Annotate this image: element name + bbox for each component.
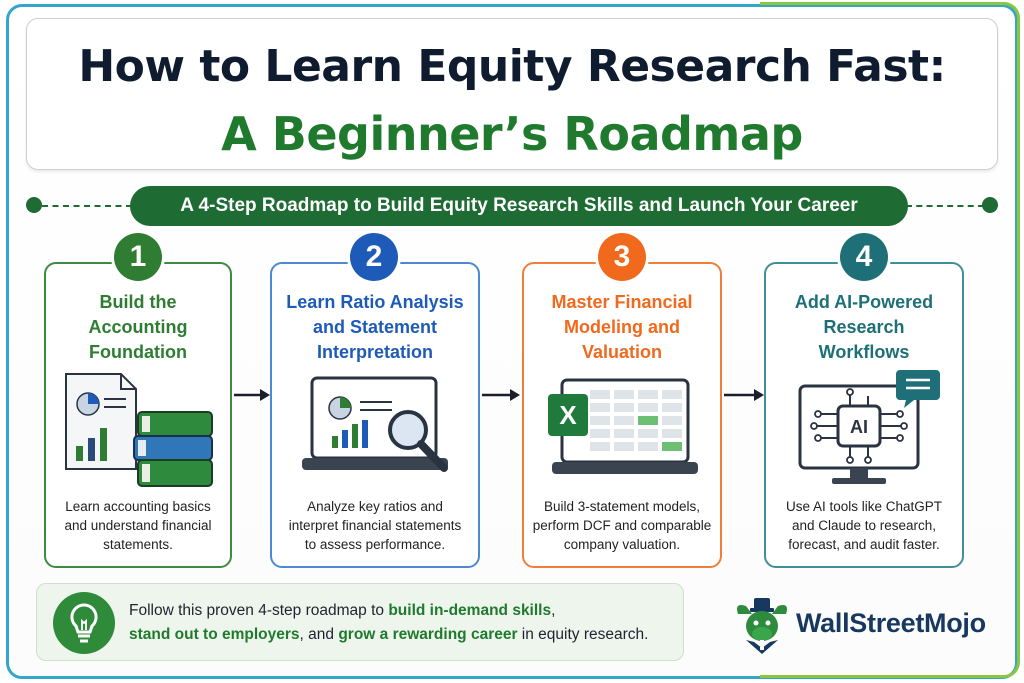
step-4-title: Add AI-Powered Research Workflows [794, 292, 934, 362]
brand-logo: WallStreetMojo [732, 596, 992, 656]
ai-monitor-icon: AI [798, 370, 940, 484]
step-1-card: Build the Accounting Foundation Learn ac… [44, 262, 232, 568]
step-4-badge: 4 [840, 233, 888, 281]
step-1-title: Build the Accounting Foundation [88, 292, 188, 362]
excel-laptop-icon: X [548, 378, 698, 474]
step-3-card: Master Financial Modeling and Valuation … [522, 262, 722, 568]
tip-text: Follow this proven 4-step roadmap to bui… [129, 599, 674, 647]
arrow-right-icon [234, 389, 270, 401]
page-subtitle: A Beginner’s Roadmap [221, 107, 803, 161]
ai-chip-label: AI [850, 417, 868, 437]
arrow-right-icon [482, 389, 520, 401]
excel-x-label: X [559, 400, 577, 430]
laptop-magnifier-icon [302, 376, 448, 472]
ribbon-left-dot [26, 197, 42, 213]
step-2-title: Learn Ratio Analysis and Statement Inter… [286, 292, 464, 362]
bull-mascot-icon [737, 598, 787, 654]
step-3-badge: 3 [598, 233, 646, 281]
tip-text-part: in equity research. [517, 626, 649, 643]
title-panel: How to Learn Equity Research Fast: A Beg… [26, 18, 998, 170]
tip-highlight-career: grow a rewarding career [338, 626, 518, 643]
tip-text-part: , [551, 602, 556, 619]
step-1-badge: 1 [114, 233, 162, 281]
step-2-badge: 2 [350, 233, 398, 281]
step-3-title: Master Financial Modeling and Valuation [551, 292, 693, 362]
lightbulb-icon [53, 592, 115, 654]
step-2-description: Analyze key ratios and interpret financi… [288, 499, 462, 552]
ribbon-right-dashed-line [906, 205, 984, 207]
step-3-description: Build 3-statement models, perform DCF an… [532, 499, 712, 552]
tip-highlight-skills: build in-demand skills [388, 602, 552, 619]
roadmap-ribbon: A 4-Step Roadmap to Build Equity Researc… [130, 186, 908, 226]
arrow-right-icon [724, 389, 764, 401]
tip-highlight-employers: stand out to employers [129, 626, 300, 643]
tip-text-part: , and [299, 626, 339, 643]
step-2-card: Learn Ratio Analysis and Statement Inter… [270, 262, 480, 568]
step-1-description: Learn accounting basics and understand f… [64, 499, 212, 552]
ribbon-left-dashed-line [42, 205, 132, 207]
tip-text-part: Follow this proven 4-step roadmap to [129, 602, 389, 619]
step-4-card: Add AI-Powered Research Workflows AI Use… [764, 262, 964, 568]
tip-callout: Follow this proven 4-step roadmap to bui… [36, 583, 684, 661]
page-title: How to Learn Equity Research Fast: [78, 41, 946, 92]
step-4-description: Use AI tools like ChatGPT and Claude to … [785, 499, 943, 552]
brand-name: WallStreetMojo [796, 608, 986, 638]
ribbon-right-dot [982, 197, 998, 213]
accounting-books-icon [65, 373, 213, 487]
